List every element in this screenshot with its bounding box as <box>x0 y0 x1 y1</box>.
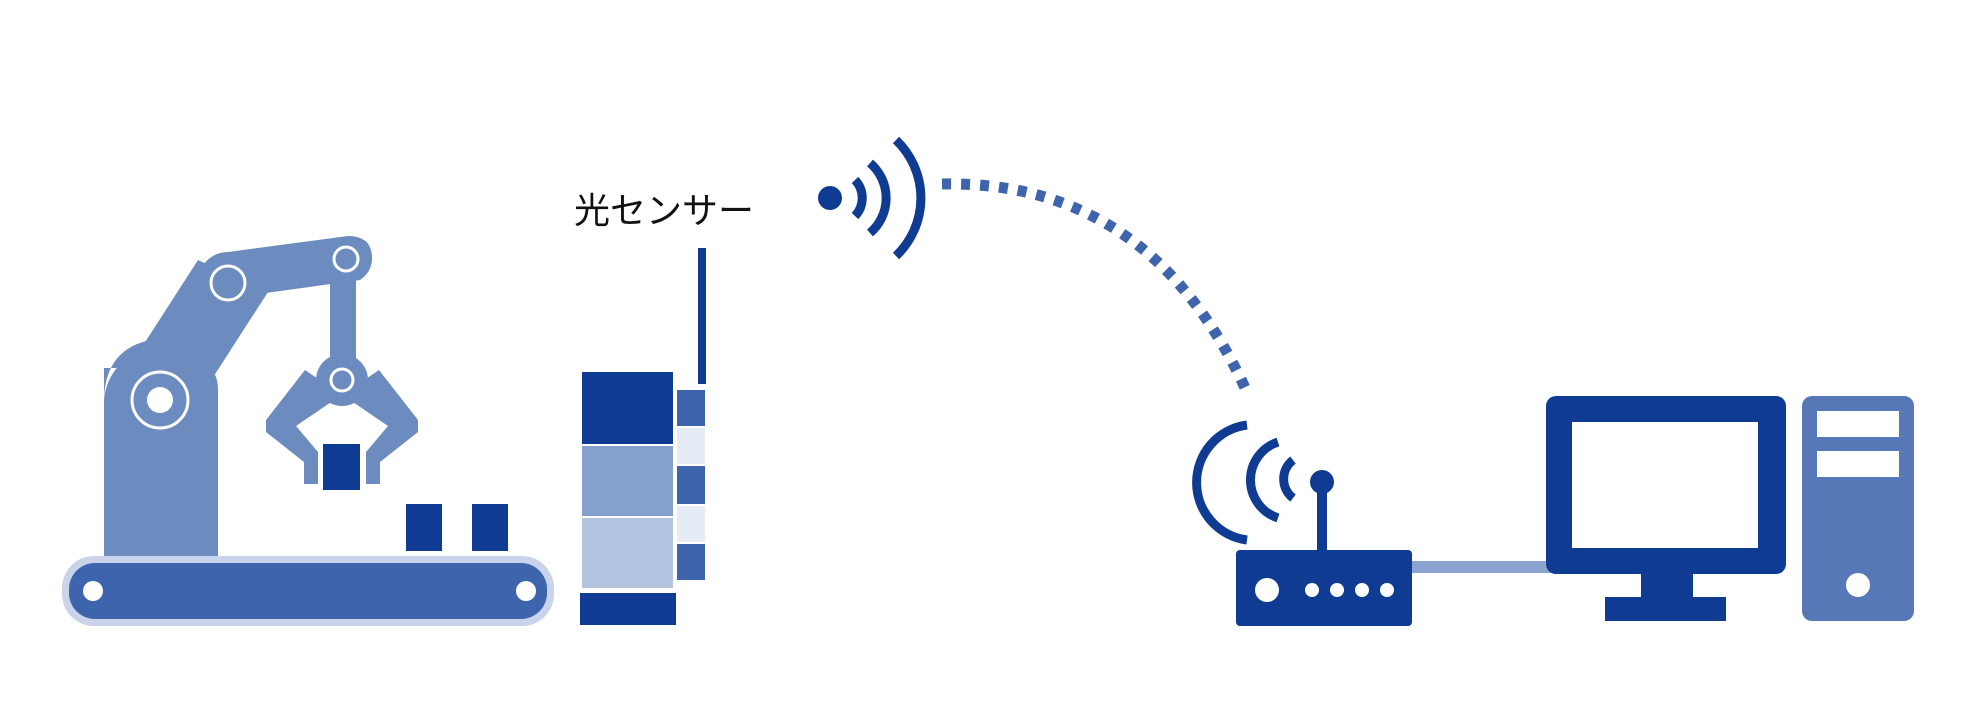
held-box <box>323 444 360 490</box>
robot-arm-icon <box>104 236 418 560</box>
network-cable <box>1412 561 1562 573</box>
wireless-link-arc <box>941 178 1252 393</box>
conveyor-belt-icon <box>62 504 554 626</box>
sensor-label: 光センサー <box>574 191 755 232</box>
monitor-icon <box>1546 396 1786 621</box>
conveyor-box-2 <box>472 504 508 551</box>
signal-tower-light-icon <box>580 248 706 625</box>
desktop-tower-icon <box>1802 396 1914 621</box>
wireless-signal-icon <box>818 136 926 260</box>
wireless-router-icon <box>1192 420 1412 626</box>
conveyor-box-1 <box>406 504 442 551</box>
